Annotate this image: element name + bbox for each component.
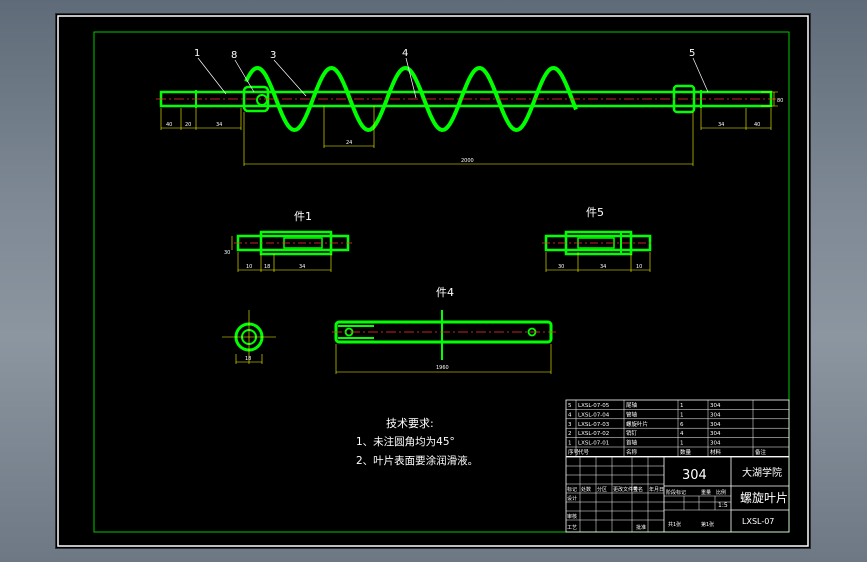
bom-cell: LXSL-07-03	[578, 422, 610, 428]
bom-cell: 尾轴	[626, 401, 638, 409]
part1-dim-side: 30	[224, 250, 230, 256]
tb-role-design: 设计	[567, 495, 577, 502]
tb-role-review: 审核	[567, 513, 577, 520]
leader-1: 1	[194, 48, 200, 59]
bom-cell: 2	[568, 431, 572, 437]
notes-line-1: 1、未注圆角均为45°	[356, 435, 455, 448]
bom-header-cell: 名称	[626, 448, 638, 456]
part1-dim-1: 10	[246, 264, 252, 270]
bom-cell: 4	[568, 412, 572, 418]
tb-label-mark: 标记	[567, 486, 577, 493]
bom-cell: 304	[710, 422, 721, 428]
drawing-frame	[93, 31, 790, 533]
bom-cell: 3	[568, 422, 572, 428]
part1-label: 件1	[294, 210, 312, 223]
dim-right-2: 40	[754, 122, 760, 128]
drawing-sheet: 1 8 3 4 5 40 20 34 34 40 24 2000 80 件1	[56, 14, 810, 548]
bom-cell: LXSL-07-02	[578, 431, 609, 437]
leaders	[197, 57, 709, 99]
part5-view: 件5 30 34 10	[542, 206, 654, 272]
tb-approve: 批准	[636, 524, 646, 531]
tb-label-zone: 分区	[597, 486, 607, 493]
part1-dim-2: 18	[264, 264, 270, 270]
tb-role-process: 工艺	[567, 525, 577, 531]
dim-right-1: 34	[718, 122, 724, 128]
part5-dim-2: 34	[600, 264, 606, 270]
tb-label-count: 处数	[581, 486, 591, 493]
bom-header-cell: 代号	[578, 448, 590, 456]
bom-cell: 304	[710, 431, 721, 437]
part5-dim-3: 10	[636, 264, 642, 270]
leader-3: 3	[270, 50, 276, 61]
leader-5: 5	[689, 48, 695, 59]
bom-cell: 5	[568, 403, 572, 409]
tb-scale: 1:5	[718, 502, 728, 509]
part4-view: 件4 1960	[332, 286, 556, 374]
part1-dim-3: 34	[299, 264, 305, 270]
dim-pitch: 24	[346, 140, 352, 146]
bom-cell: LXSL-07-01	[578, 441, 609, 447]
notes-line-2: 2、叶片表面要涂润滑液。	[356, 454, 478, 467]
tb-weight: 重量	[701, 489, 711, 496]
bom-cell: 4	[680, 431, 684, 437]
main-dimensions	[160, 91, 778, 166]
tb-drawing-no: LXSL-07	[742, 517, 774, 526]
tb-label-date: 年月日	[649, 486, 664, 493]
ring-dim: 18	[245, 356, 251, 362]
tb-stage: 阶段标记	[666, 489, 686, 496]
notes-title: 技术要求:	[386, 417, 434, 430]
bom-cell: 1	[680, 412, 684, 418]
part4-length: 1960	[436, 365, 449, 371]
bom-cell: 管轴	[626, 410, 638, 418]
bom-cell: LXSL-07-05	[578, 403, 610, 409]
screw-assembly: 1 8 3 4 5 40 20 34 34 40 24 2000 80	[156, 48, 783, 166]
bom-header-cell: 材料	[710, 448, 722, 456]
bom-cell: 首轴	[626, 439, 638, 447]
bom-cell: 304	[710, 441, 721, 447]
bom-cell: 1	[680, 441, 684, 447]
bom-cell: 1	[568, 441, 572, 447]
bom-cell: 螺旋叶片	[626, 420, 648, 428]
ring-view: 18	[222, 310, 276, 364]
bom-header-cell: 备注	[755, 448, 767, 456]
tb-label-doc: 更改文件号	[613, 486, 638, 493]
cad-drawing: 1 8 3 4 5 40 20 34 34 40 24 2000 80 件1	[57, 15, 809, 547]
tb-company: 大湖学院	[742, 466, 782, 479]
dim-left-3: 34	[216, 122, 222, 128]
tb-part-name: 螺旋叶片	[740, 491, 788, 505]
tb-ratio: 比例	[716, 489, 726, 496]
part4-label: 件4	[436, 286, 454, 299]
helical-flight	[244, 65, 578, 133]
tb-material: 304	[682, 468, 707, 483]
title-block: 标记 处数 分区 更改文件号 签名 年月日 设计 审核 工艺 批准 304 大湖…	[565, 456, 790, 533]
bom-cell: 304	[710, 412, 721, 418]
pin-hole-left	[256, 94, 268, 106]
tb-label-sign: 签名	[633, 486, 643, 493]
dim-left-2: 20	[185, 122, 191, 128]
leader-4: 4	[402, 48, 408, 59]
technical-notes: 技术要求: 1、未注圆角均为45° 2、叶片表面要涂润滑液。	[356, 417, 478, 467]
bom-header-cell: 序号	[568, 448, 580, 456]
bom-cell: 6	[680, 422, 684, 428]
leader-8: 8	[231, 50, 237, 61]
dim-left-1: 40	[166, 122, 172, 128]
bom-cell: 304	[710, 403, 721, 409]
part5-label: 件5	[586, 206, 604, 219]
bom-cell: LXSL-07-04	[578, 412, 610, 418]
part1-view: 件1 10 18 34 30	[224, 210, 352, 272]
dim-height: 80	[777, 98, 783, 104]
bom-header-cell: 数量	[680, 448, 692, 456]
bom-cell: 1	[680, 403, 684, 409]
bom-cell: 销钉	[626, 429, 638, 437]
part5-dim-1: 30	[558, 264, 564, 270]
tb-sheet-no: 第1张	[701, 521, 714, 528]
tb-sheet-total: 共1张	[668, 521, 681, 528]
dim-total: 2000	[461, 158, 474, 164]
sheet-border	[57, 15, 809, 547]
